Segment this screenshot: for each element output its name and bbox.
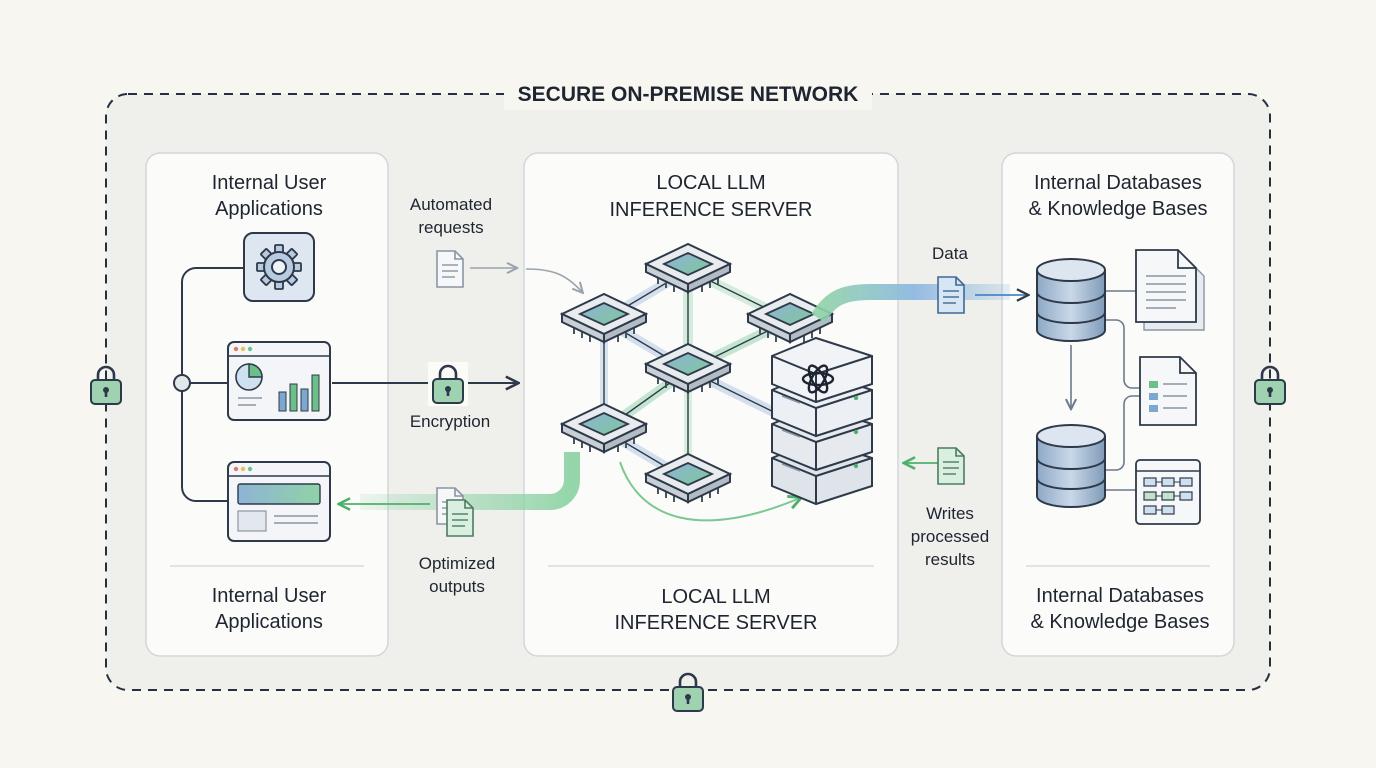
label-automated: Automated: [410, 195, 492, 214]
right-title-bottom-line2: & Knowledge Bases: [1030, 611, 1209, 633]
center-title-top-line1: LOCAL LLM: [656, 172, 765, 194]
label-optimized: Optimized: [419, 554, 496, 573]
center-panel: [523, 152, 899, 657]
requests-into-server-arrow: [525, 268, 582, 292]
right-title-top-line2: & Knowledge Bases: [1028, 198, 1207, 220]
document-icon-outputs: [446, 499, 474, 537]
label-writes: Writes: [926, 504, 974, 523]
label-processed: processed: [911, 527, 989, 546]
data-flow: [811, 284, 1010, 323]
database-icon-top: [1036, 258, 1106, 342]
server-stack-icon: [771, 336, 873, 506]
network-title: SECURE ON-PREMISE NETWORK: [518, 83, 859, 106]
gear-icon: [243, 232, 315, 302]
left-title-top-line1: Internal User: [212, 172, 327, 194]
document-icon-requests: [436, 250, 464, 288]
left-title-bottom-line2: Applications: [215, 611, 323, 633]
database-links: [1071, 290, 1140, 491]
center-title-top-line2: INFERENCE SERVER: [609, 199, 812, 221]
documents-stack-icon: [1135, 249, 1205, 331]
label-outputs: outputs: [429, 577, 485, 596]
label-results: results: [925, 550, 975, 569]
center-title-bottom-line2: INFERENCE SERVER: [614, 612, 817, 634]
right-panel: [1001, 152, 1235, 657]
right-title-top-line1: Internal Databases: [1034, 172, 1202, 194]
label-data: Data: [932, 244, 968, 263]
optimized-outputs-flow: [360, 452, 580, 510]
document-icon-data: [937, 276, 965, 314]
list-document-icon: [1139, 356, 1197, 426]
bus-node: [173, 374, 191, 392]
dashboard-window-icon: [227, 341, 331, 421]
database-icon-bottom: [1036, 424, 1106, 508]
app-window-icon: [227, 461, 331, 542]
document-icon-writes: [937, 447, 965, 485]
left-title-bottom-line1: Internal User: [212, 585, 327, 607]
table-icon: [1135, 459, 1201, 525]
label-encryption: Encryption: [410, 412, 490, 431]
center-title-bottom-line1: LOCAL LLM: [661, 586, 770, 608]
right-title-bottom-line1: Internal Databases: [1036, 585, 1204, 607]
left-title-top-line2: Applications: [215, 198, 323, 220]
network-title-backdrop: [504, 78, 872, 110]
label-requests: requests: [418, 218, 483, 237]
